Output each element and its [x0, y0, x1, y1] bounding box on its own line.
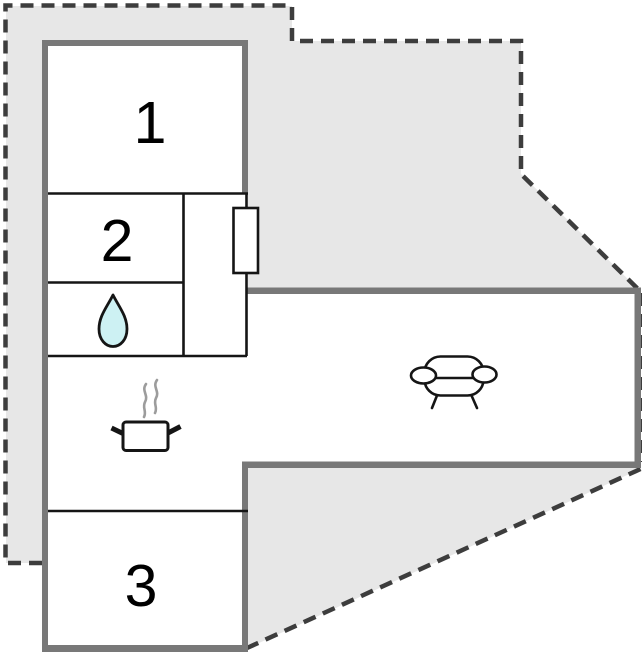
room-label-3: 3: [125, 553, 158, 619]
cooking-pot-icon: [110, 378, 182, 452]
plot-boundary-diagonal: [246, 466, 642, 651]
sofa-right-armrest: [471, 365, 498, 384]
water-drop-shape: [97, 293, 129, 348]
room-label-2: 2: [101, 208, 134, 274]
steam-icon-2: [153, 378, 159, 415]
sofa-right-leg: [470, 394, 479, 410]
sofa-left-leg: [430, 394, 439, 410]
sofa-left-armrest: [409, 366, 438, 385]
interior-partitions: [48, 192, 248, 513]
door-icon: [232, 206, 260, 275]
room-label-1: 1: [134, 90, 167, 156]
plot-boundary-main: [3, 3, 640, 566]
terrace-north-area: [6, 6, 637, 563]
sofa-icon: [409, 355, 498, 410]
steam-icon: [142, 382, 148, 419]
pot-body: [121, 420, 170, 452]
water-drop-icon: [97, 293, 129, 348]
